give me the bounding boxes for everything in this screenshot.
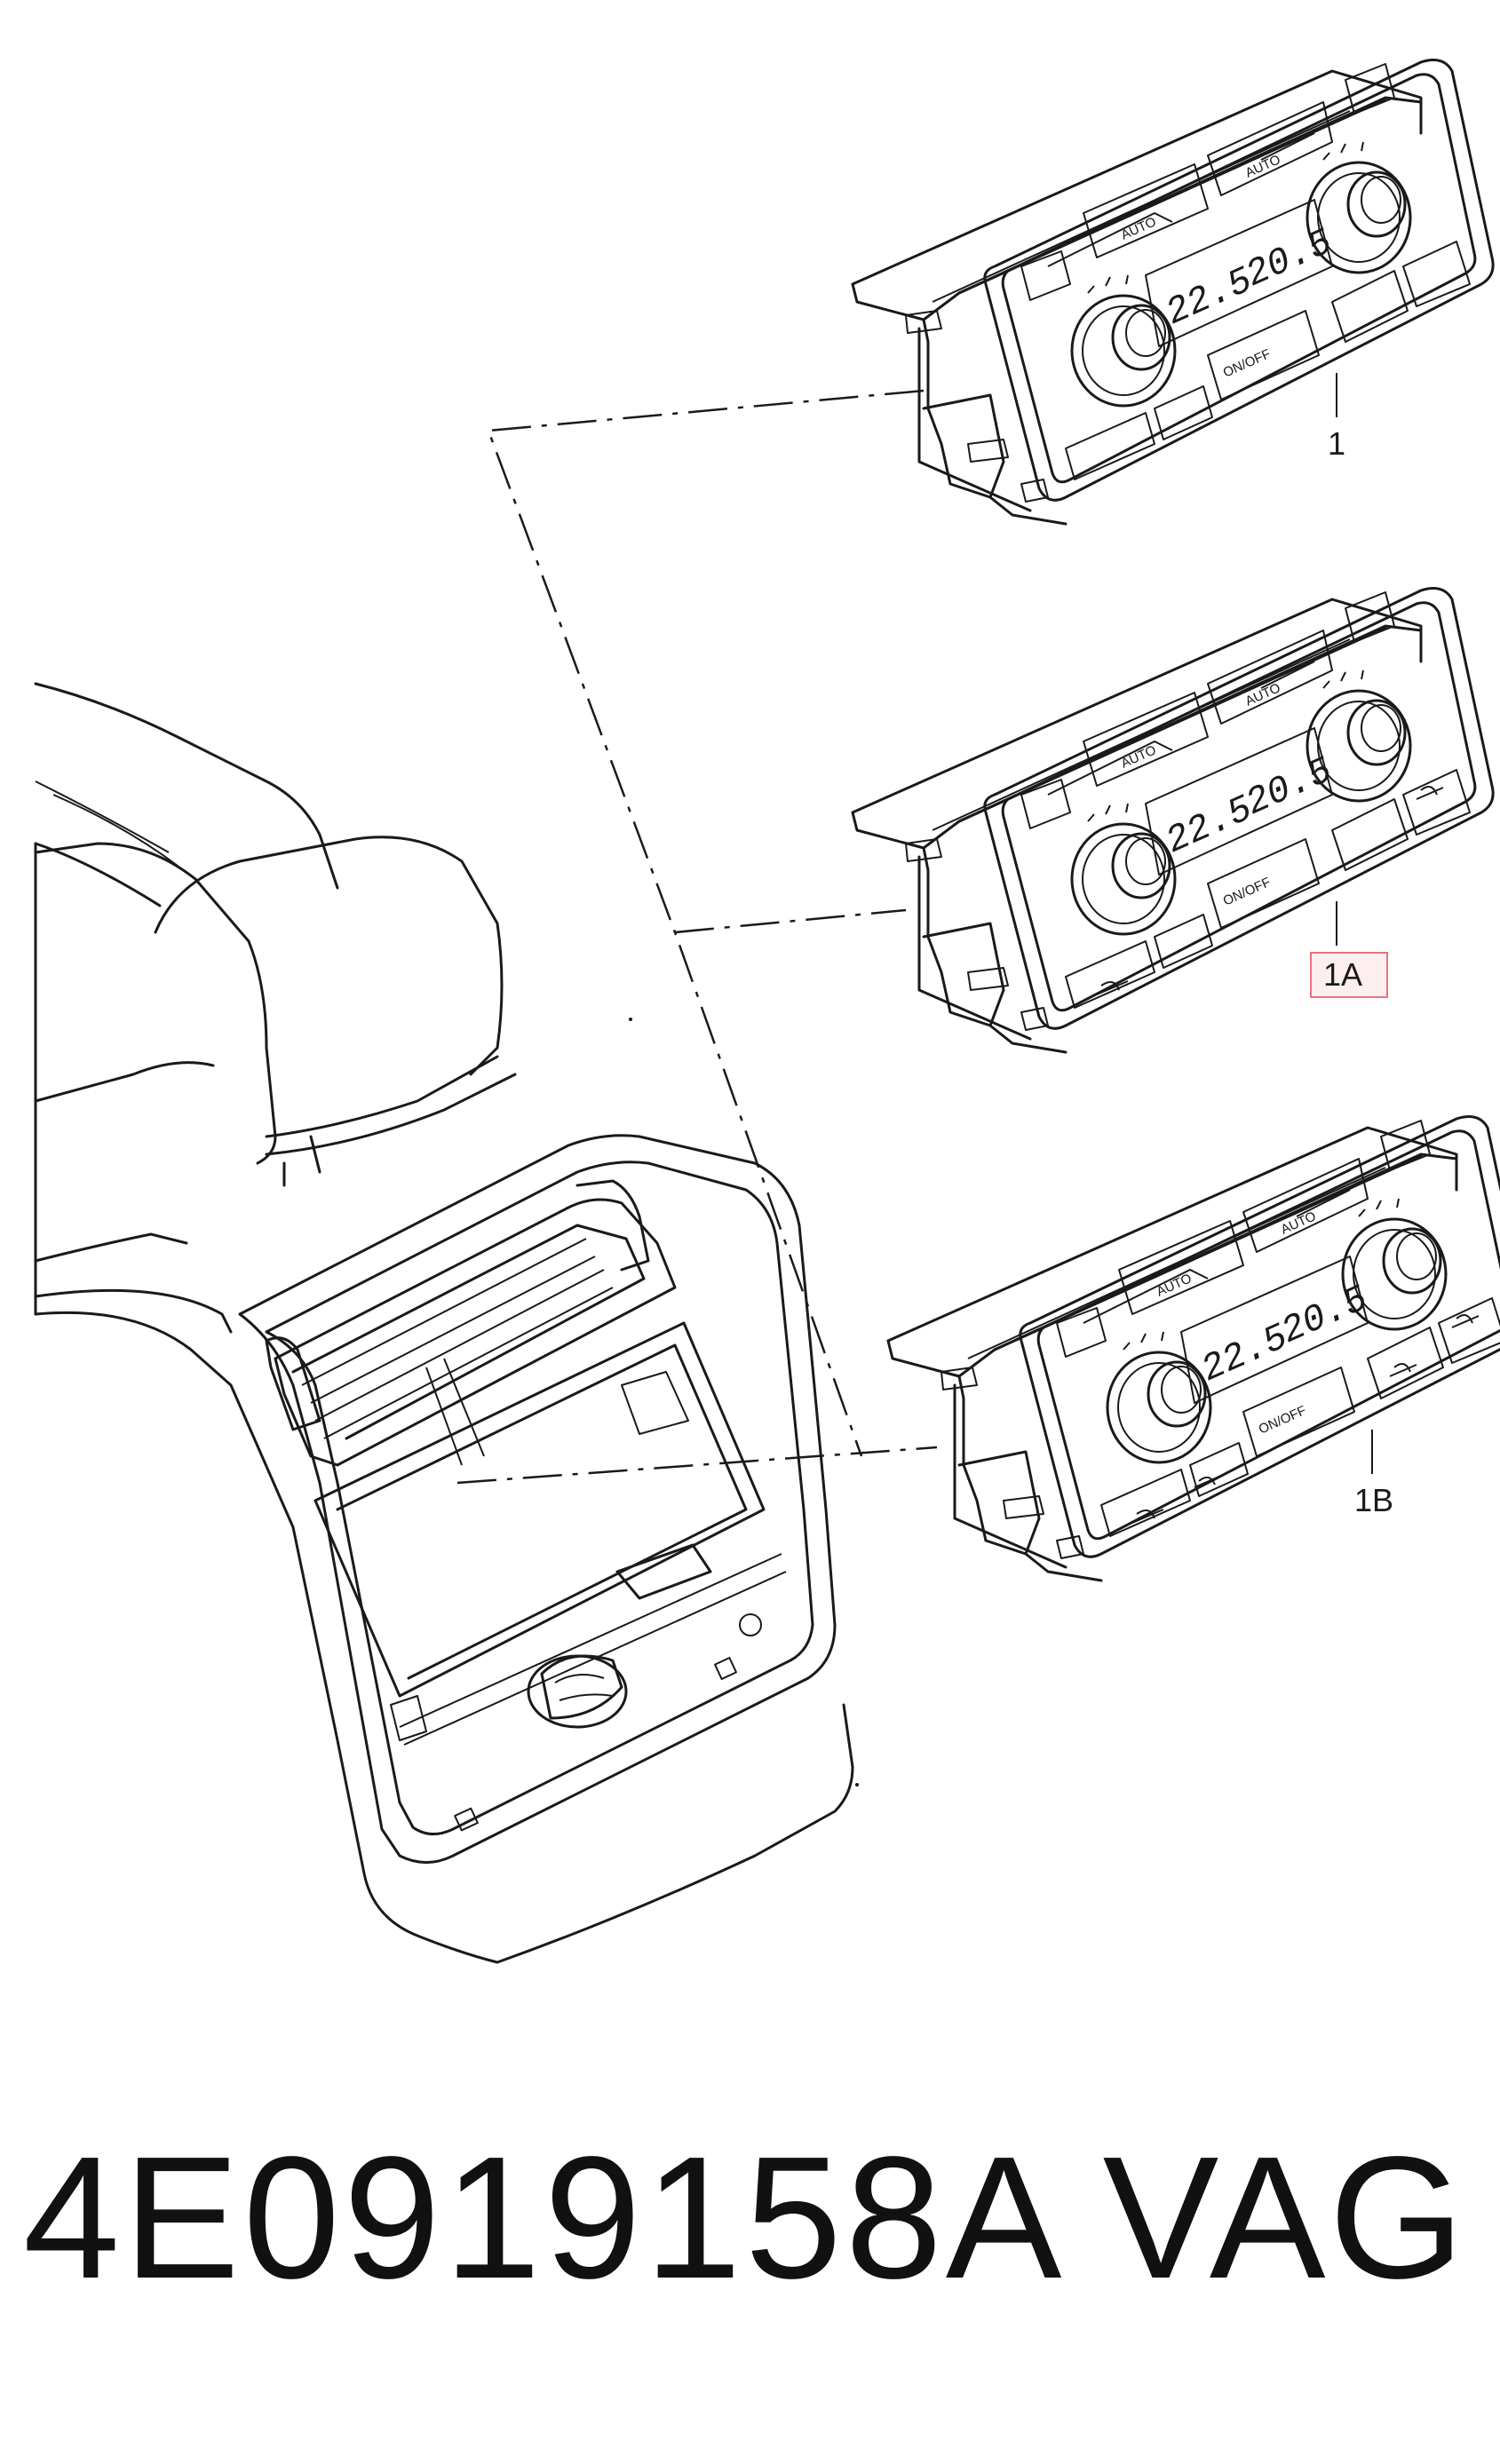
onoff-button-label: ON/OFF: [1221, 875, 1274, 909]
exploded-view-leader-lines: [456, 389, 938, 1485]
callout-label-1a: 1A: [1323, 956, 1362, 993]
climate-control-unit-1a: AUTO AUTO ON/OFF 22.5 20.5 1A: [851, 587, 1495, 1054]
part-number: 4E0919158A: [23, 2120, 1066, 2315]
lcd-temp-right: 20.5: [1240, 749, 1339, 825]
callout-label-1b: 1B: [1354, 1482, 1393, 1518]
lcd-temp-right: 20.5: [1240, 221, 1339, 297]
lcd-temp-right: 20.5: [1275, 1278, 1375, 1353]
rear-center-console-drawing: [34, 682, 859, 1964]
climate-control-unit-1b: AUTO AUTO ON/OFF 22.5 20.5 1B: [886, 1115, 1500, 1582]
onoff-button-label: ON/OFF: [1221, 346, 1274, 381]
brand-name: VAG: [1102, 2120, 1468, 2315]
callout-highlight-box: [1310, 952, 1388, 998]
climate-control-unit-1: AUTO AUTO ON/OFF 22.5 20.5 1: [851, 59, 1495, 526]
onoff-button-label: ON/OFF: [1257, 1403, 1309, 1438]
callout-label-1: 1: [1328, 425, 1345, 462]
